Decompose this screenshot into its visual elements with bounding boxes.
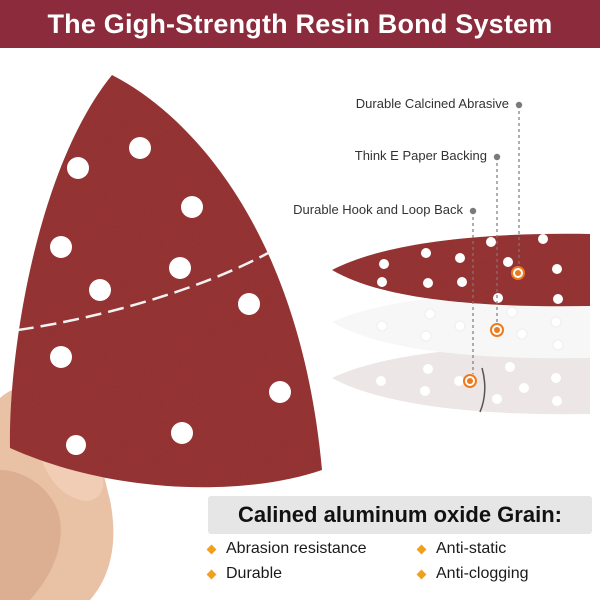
feature-item: Anti-static (416, 540, 507, 558)
grain-panel: Calined aluminum oxide Grain: Abrasion r… (200, 492, 600, 600)
bullet-diamond-icon (416, 569, 427, 579)
feature-item: Anti-clogging (416, 565, 529, 583)
callout-lines (472, 105, 520, 374)
feature-label: Anti-static (436, 540, 507, 557)
page-title: The Gigh-Strength Resin Bond System (47, 8, 553, 39)
bullet-diamond-icon (416, 544, 427, 554)
grain-title-box: Calined aluminum oxide Grain: (208, 496, 592, 534)
feature-label: Durable (226, 565, 283, 582)
abrasive-layer (332, 233, 590, 307)
bullet-diamond-icon (206, 569, 217, 579)
abrasive-label: Durable Calcined Abrasive (355, 96, 509, 111)
hook-loop-layer (332, 345, 590, 415)
hook-loop-label: Durable Hook and Loop Back (293, 202, 463, 217)
bullet-diamond-icon (206, 544, 217, 554)
title-banner: The Gigh-Strength Resin Bond System (0, 0, 600, 48)
feature-label: Anti-clogging (436, 565, 529, 582)
paper-backing-layer (332, 291, 590, 359)
backing-label: Think E Paper Backing (354, 148, 487, 163)
abrasive-callout-dot (515, 101, 523, 109)
dust-holes (50, 137, 291, 455)
sanding-pad (9, 75, 322, 488)
feature-item: Abrasion resistance (206, 540, 367, 558)
backing-callout-dot (493, 153, 501, 161)
hook-loop-callout-dot (469, 207, 477, 215)
feature-label: Abrasion resistance (226, 540, 367, 557)
grain-title: Calined aluminum oxide Grain: (238, 502, 562, 527)
feature-item: Durable (206, 565, 283, 583)
